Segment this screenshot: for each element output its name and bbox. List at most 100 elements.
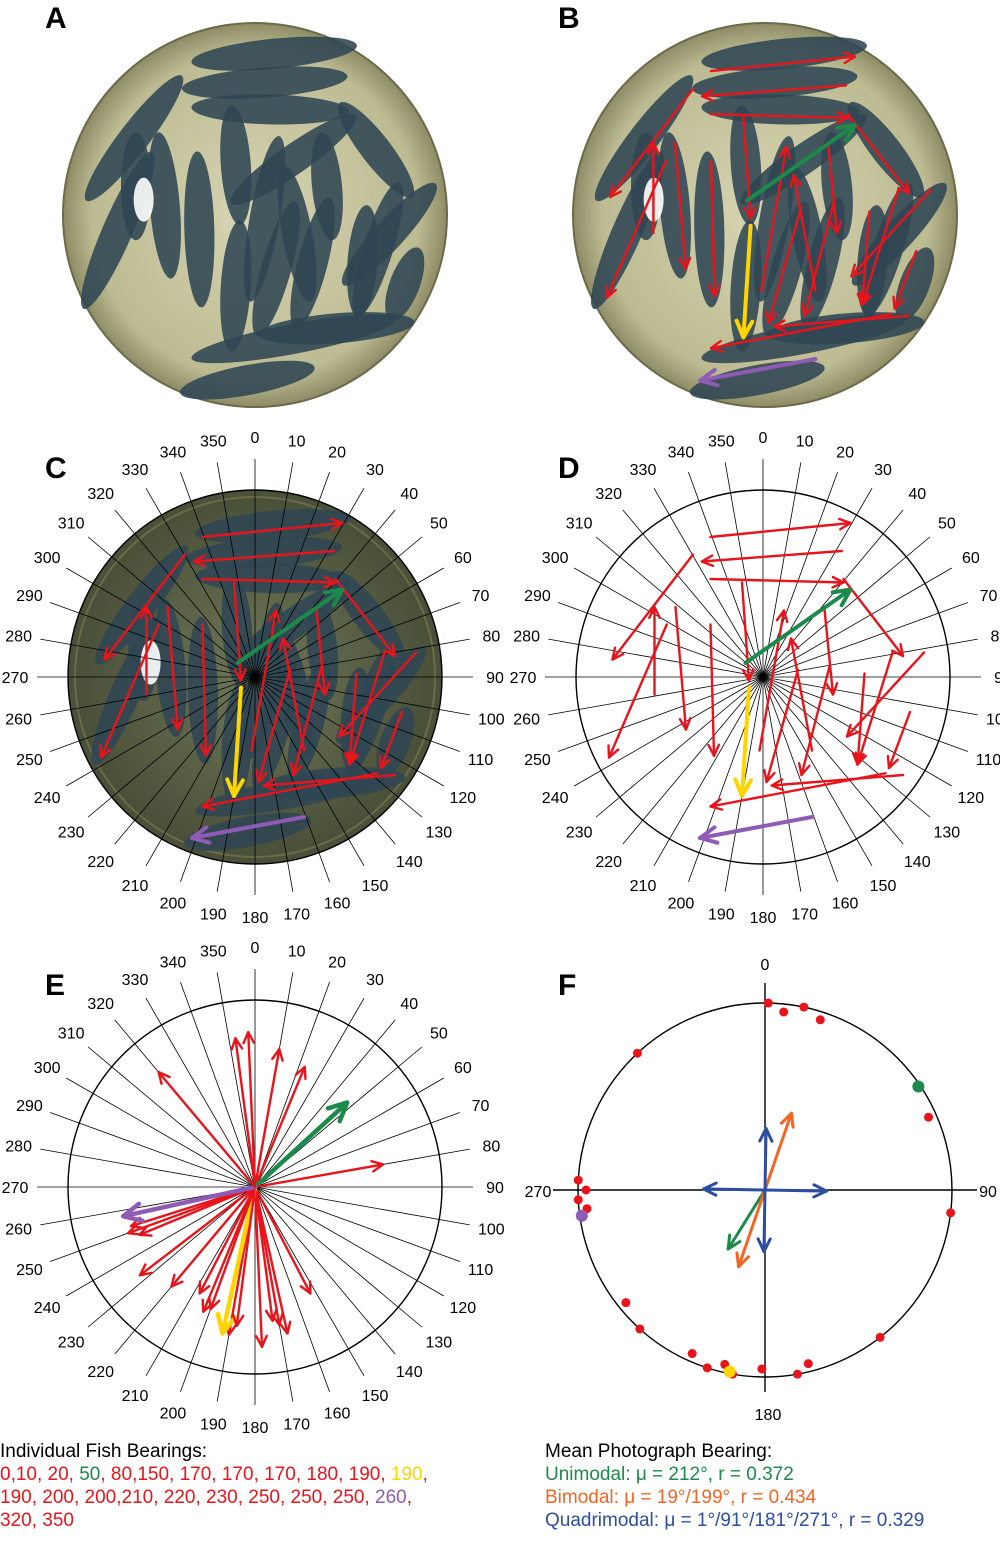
tank-arrow-red-shaft [609, 87, 695, 199]
tank-arrow-red-head [709, 798, 724, 811]
compass-spoke [653, 488, 764, 678]
compass-label-100: 100 [478, 712, 505, 729]
tank-arrow-red [192, 549, 335, 568]
compass-label-340: 340 [668, 444, 695, 461]
compass-spoke [216, 462, 256, 678]
tank-arrow-red-head [99, 744, 112, 759]
tank-arrow-red-head [700, 554, 715, 568]
tank-arrow-red-head [700, 88, 715, 102]
compass-label-80: 80 [482, 1138, 500, 1155]
compass-spoke [254, 1186, 444, 1297]
bearing-vector-0-shaft [247, 1030, 257, 1189]
tank-arrow-red [786, 637, 814, 752]
compass-label-310: 310 [566, 516, 593, 533]
compass-label-270: 270 [2, 1180, 29, 1197]
tank-arrow-red-shaft [709, 112, 849, 120]
tank-arrow-red-shaft [315, 605, 327, 696]
compass-spoke [762, 602, 968, 678]
panel-f-axis-90: 90 [979, 1184, 997, 1201]
tank-arrow-red-shaft [740, 581, 751, 682]
fish-silhouette [184, 151, 215, 308]
fish-silhouette [181, 66, 348, 99]
tank-arrow-red-shaft [767, 206, 803, 325]
bearing-vector-10-head [271, 1047, 284, 1062]
tank-arrow-red [709, 575, 845, 589]
tank-arrow-red [707, 623, 721, 757]
mean-vector-bimodal-1 [735, 1188, 767, 1269]
compass-circle [67, 489, 443, 865]
compass-spoke [762, 462, 802, 678]
compass-spoke [40, 1148, 256, 1188]
compass-label-200: 200 [160, 896, 187, 913]
mean-vector-quadrimodal-3-head [701, 1181, 718, 1197]
tank-arrow-red-shaft [709, 623, 716, 757]
tank-arrow-yellow-shaft [740, 685, 751, 798]
tank-arrow-red-shaft [232, 581, 243, 682]
compass-label-240: 240 [34, 790, 61, 807]
bearing-vector-150-head [299, 1280, 312, 1295]
fish-silhouette [335, 646, 427, 744]
compass-label-0: 0 [251, 940, 260, 957]
photo-bearing-point [632, 1048, 642, 1058]
tank-arrow-red-shaft [850, 188, 932, 278]
compass-label-230: 230 [58, 824, 85, 841]
photo-bearing-point [763, 998, 773, 1008]
bearing-text-red: , [406, 1487, 413, 1508]
bearing-vector-190-shaft [235, 1185, 257, 1328]
tank-arrow-red-shaft [348, 651, 386, 766]
tank-arrow-red-shaft [800, 665, 831, 777]
compass-label-270: 270 [510, 670, 537, 687]
compass-spoke [762, 676, 904, 845]
individual-bearings-line-2: 190, 200, 200,210, 220, 230, 250, 250, 2… [0, 1486, 520, 1509]
compass-spoke [254, 998, 365, 1188]
tank-arrow-red-shaft [760, 145, 788, 292]
tank-arrow-red [859, 188, 900, 307]
tank-arrow-red-shaft [709, 159, 716, 298]
panel-label-a: A [45, 2, 67, 35]
tank-arrow-red [845, 651, 926, 738]
tank-arrow-red [201, 575, 337, 589]
compass-spoke [254, 982, 330, 1188]
compass-circle [575, 489, 951, 865]
bearing-vector-320-shaft [157, 1070, 257, 1189]
fish-silhouette [277, 166, 317, 302]
compass-spoke [653, 676, 764, 866]
tank-arrow-red-shaft [103, 553, 187, 661]
compass-label-330: 330 [122, 462, 149, 479]
bearing-vector-80 [253, 1159, 385, 1189]
compass-spoke [688, 676, 764, 882]
compass-spoke [66, 1077, 256, 1188]
tank-arrow-red [255, 668, 292, 784]
tank-arrow-red-head [741, 668, 755, 682]
bearing-vector-190-head [231, 1313, 245, 1328]
compass-label-250: 250 [16, 752, 43, 769]
tank-arrow-red-head [323, 575, 337, 589]
tank-arrow-purple-head [698, 367, 720, 388]
compass-spoke [145, 676, 256, 866]
compass-label-260: 260 [5, 1222, 32, 1239]
tank-arrow-red-head [611, 646, 625, 661]
bearing-vector-210-shaft [198, 1185, 257, 1295]
tank-arrow-red-shaft [845, 651, 926, 738]
tank-arrow-red [278, 637, 306, 752]
tank-arrow-purple [190, 815, 306, 845]
compass-label-50: 50 [430, 1026, 448, 1043]
tank-arrow-red-shaft [673, 141, 687, 271]
compass-label-330: 330 [122, 972, 149, 989]
fish-silhouette [148, 132, 181, 279]
tank-arrow-green [743, 587, 853, 665]
tank-arrow-red-shaft [803, 202, 835, 317]
tank-arrow-red [700, 549, 843, 568]
tank-arrow-red-shaft [700, 84, 848, 98]
tank-arrow-red-shaft [192, 549, 335, 563]
photo-bearing-point [581, 1185, 591, 1195]
compass-label-230: 230 [566, 824, 593, 841]
photo-bearing-point [635, 1324, 645, 1334]
tank-arrow-red [758, 609, 789, 752]
compass-label-20: 20 [328, 444, 346, 461]
bearing-vector-230-head [138, 1263, 153, 1277]
mean-bearing-title: Mean Photograph Bearing: [545, 1441, 773, 1462]
tank-arrow-red-head [707, 743, 721, 757]
compass-spoke [762, 676, 838, 882]
tank-arrow-red-head [835, 111, 849, 124]
